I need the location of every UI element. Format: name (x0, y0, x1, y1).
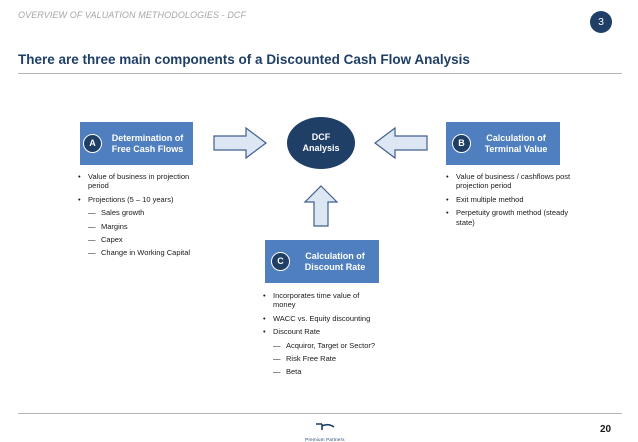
left-arrow-icon (374, 126, 428, 160)
bullet-item: Discount Rate (263, 327, 383, 337)
badge-a: A (83, 134, 102, 153)
up-arrow-icon (303, 185, 339, 227)
section-number-badge: 3 (590, 11, 612, 33)
discount-rate-label: Calculation of Discount Rate (291, 240, 379, 283)
terminal-value-bullets: Value of business / cashflows post proje… (446, 172, 576, 231)
sub-bullet-item: Change in Working Capital (78, 248, 198, 258)
terminal-value-box: B Calculation of Terminal Value (446, 122, 560, 165)
badge-b: B (452, 134, 471, 153)
bullet-item: Exit multiple method (446, 195, 576, 205)
discount-rate-bullets: Incorporates time value of money WACC vs… (263, 291, 383, 381)
free-cash-flows-bullets: Value of business in projection period P… (78, 172, 198, 262)
sub-bullet-item: Risk Free Rate (263, 354, 383, 364)
bullet-item: Value of business in projection period (78, 172, 198, 191)
page-title: There are three main components of a Dis… (18, 52, 470, 67)
logo-text: Premium Partners (305, 437, 345, 442)
terminal-value-label: Calculation of Terminal Value (472, 122, 560, 165)
bullet-item: Value of business / cashflows post proje… (446, 172, 576, 191)
right-arrow-icon (213, 126, 267, 160)
discount-rate-line2: Discount Rate (304, 261, 366, 272)
discount-rate-box: C Calculation of Discount Rate (265, 240, 379, 283)
discount-rate-line1: Calculation of (305, 250, 365, 261)
sub-bullet-item: Margins (78, 222, 198, 232)
terminal-value-line2: Terminal Value (484, 143, 548, 154)
badge-c: C (271, 252, 290, 271)
sub-bullet-item: Sales growth (78, 208, 198, 218)
sub-bullet-item: Beta (263, 367, 383, 377)
free-cash-flows-line1: Determination of (111, 132, 184, 143)
logo-mark-icon (316, 423, 335, 430)
sub-bullet-item: Acquiror, Target or Sector? (263, 341, 383, 351)
title-divider (18, 73, 622, 74)
bullet-item: Incorporates time value of money (263, 291, 383, 310)
sub-bullet-item: Capex (78, 235, 198, 245)
dcf-analysis-circle: DCF Analysis (287, 117, 355, 169)
bullet-item: WACC vs. Equity discounting (263, 314, 383, 324)
bullet-item: Projections (5 – 10 years) (78, 195, 198, 205)
bullet-item: Perpetuity growth method (steady state) (446, 208, 576, 227)
section-label: OVERVIEW OF VALUATION METHODOLOGIES - DC… (18, 10, 247, 20)
footer-divider (18, 413, 622, 414)
free-cash-flows-line2: Free Cash Flows (111, 143, 184, 154)
terminal-value-line1: Calculation of (486, 132, 546, 143)
dcf-line1: DCF (311, 132, 331, 142)
free-cash-flows-label: Determination of Free Cash Flows (102, 122, 193, 165)
company-logo: Premium Partners (290, 418, 360, 442)
dcf-line2: Analysis (302, 143, 340, 153)
free-cash-flows-box: A Determination of Free Cash Flows (80, 122, 193, 165)
page-number: 20 (600, 424, 612, 435)
